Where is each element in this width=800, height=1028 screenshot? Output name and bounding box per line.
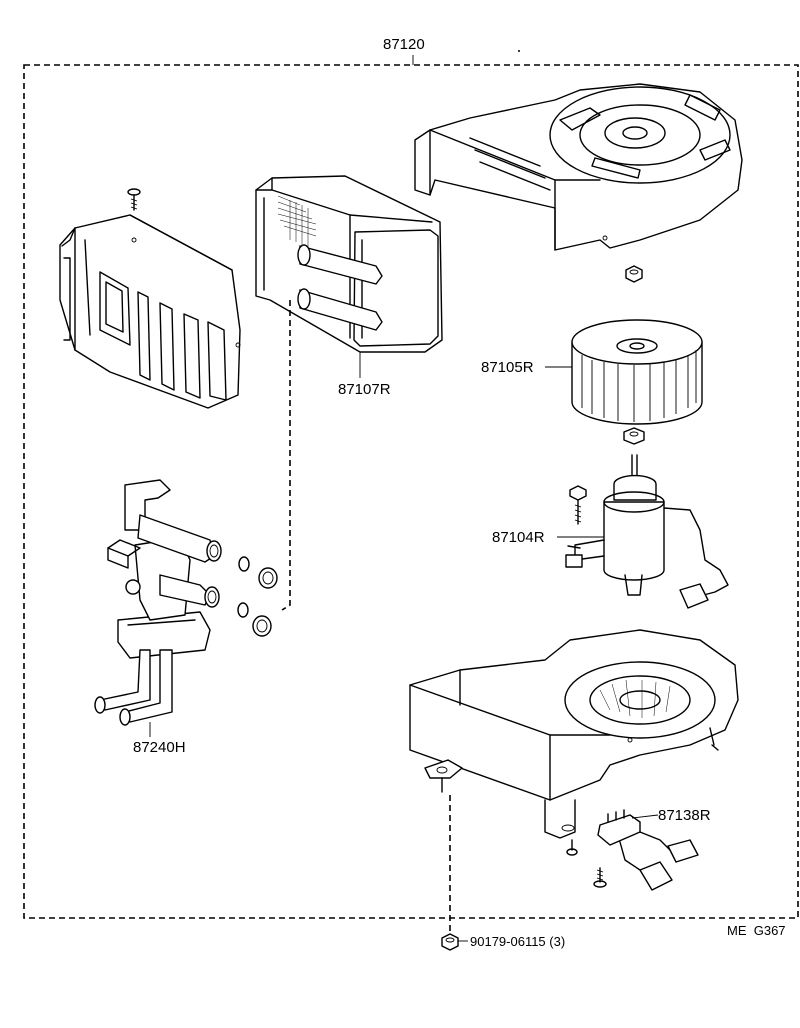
bolt-icon: [569, 485, 587, 525]
water-valve-label: 87240H: [133, 739, 186, 756]
print-mark: [518, 50, 520, 52]
figure-code: ME G367: [727, 923, 786, 938]
assembly-boundary: [23, 55, 799, 919]
blower-motor: [565, 454, 729, 609]
resistor: [597, 809, 699, 891]
washer-icon: [623, 427, 645, 445]
water-valve: [94, 479, 222, 726]
blower-upper-case: [414, 83, 743, 251]
heater-case-cover: [59, 214, 241, 409]
blower-motor-label: 87104R: [492, 529, 545, 546]
nut-icon: [625, 265, 643, 283]
screw-icon: [127, 188, 141, 211]
mount-bracket: [424, 759, 463, 793]
nut-label: 90179-06115 (3): [470, 934, 565, 949]
resistor-label: 87138R: [658, 807, 711, 824]
screw-icon: [566, 839, 578, 856]
blower-fan-label: 87105R: [481, 359, 534, 376]
nut-icon: [441, 933, 459, 951]
heater-core-label: 87107R: [338, 381, 391, 398]
assembly-label: 87120: [383, 36, 425, 53]
o-ring-icon: [237, 556, 250, 618]
grommet-icon: [252, 567, 278, 637]
blower-fan: [571, 319, 703, 425]
heater-core: [255, 175, 443, 353]
blower-lower-case: [409, 629, 739, 839]
screw-icon: [593, 867, 607, 888]
